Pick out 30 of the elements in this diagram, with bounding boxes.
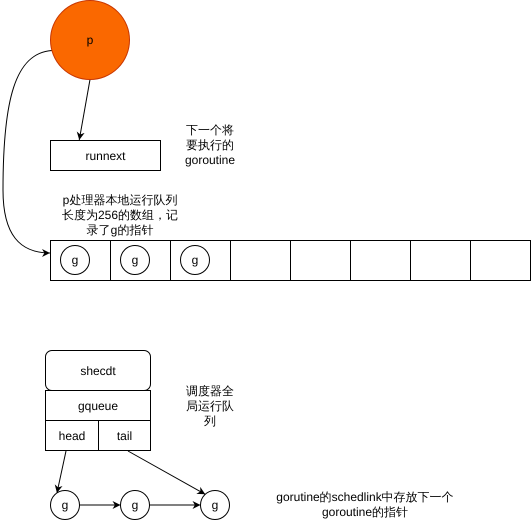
array-cell — [110, 240, 171, 281]
array-cell — [50, 240, 111, 281]
arrow — [128, 450, 206, 495]
field-box: head — [45, 420, 99, 451]
slot-box: runnext — [50, 140, 161, 171]
caption-text: p处理器本地运行队列长度为256的数组，记录了g的指针 — [60, 192, 180, 238]
curved-arrow — [2, 50, 52, 257]
field-box: tail — [98, 420, 151, 451]
array-cell — [410, 240, 471, 281]
note-text: 调度器全局运行队列 — [185, 384, 235, 428]
array-cell — [170, 240, 231, 281]
arrow — [76, 79, 90, 140]
goroutine-circle: g — [50, 490, 80, 520]
goroutine-circle: g — [180, 245, 210, 275]
goroutine-circle: g — [120, 490, 150, 520]
goroutine-circle: g — [200, 490, 230, 520]
note-text: 下一个将要执行的goroutine — [184, 122, 236, 168]
struct-box: shecdt — [45, 350, 151, 391]
processor-circle: p — [50, 0, 130, 80]
array-cell — [230, 240, 291, 281]
goroutine-circle: g — [120, 245, 150, 275]
array-cell — [290, 240, 351, 281]
note-text: gorutine的schedlink中存放下一个goroutine的指针 — [275, 490, 455, 520]
arrow — [149, 501, 201, 509]
array-cell — [350, 240, 411, 281]
goroutine-circle: g — [60, 245, 90, 275]
array-cell — [470, 240, 531, 281]
arrow — [79, 501, 121, 509]
arrow — [54, 450, 66, 494]
field-box: gqueue — [45, 390, 151, 421]
